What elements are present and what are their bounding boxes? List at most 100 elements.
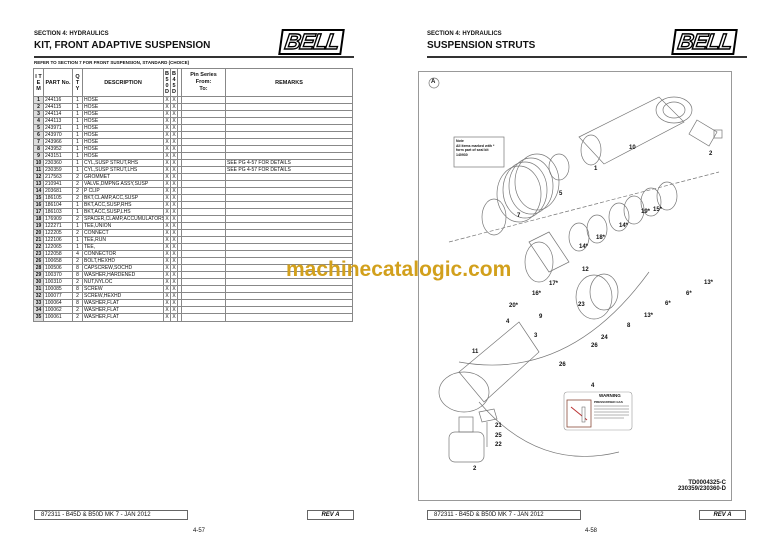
- item-number: 35: [33, 313, 44, 322]
- pin-series: [181, 194, 226, 203]
- b50d-flag: X: [163, 236, 171, 245]
- quantity: 1: [72, 166, 83, 175]
- refer-note: REFER TO SECTION 7 FOR FRONT SUSPENSION,…: [34, 60, 190, 65]
- part-number: 243966: [43, 138, 73, 147]
- remarks: SEE PG 4-57 FOR DETAILS: [225, 159, 353, 168]
- callout-label: 23: [578, 302, 585, 308]
- remarks: [225, 124, 353, 133]
- remarks: [225, 103, 353, 112]
- b45d-flag: X: [170, 131, 178, 140]
- b45d-flag: X: [170, 103, 178, 112]
- remarks: SEE PG 4-57 FOR DETAILS: [225, 166, 353, 175]
- description: HOSE: [82, 103, 164, 112]
- description: CYL,SUSP STRUT,LHS: [82, 166, 164, 175]
- remarks: [225, 173, 353, 182]
- quantity: 2: [72, 292, 83, 301]
- description: WASHER,FLAT: [82, 306, 164, 315]
- b50d-flag: X: [163, 124, 171, 133]
- b45d-flag: X: [170, 117, 178, 126]
- b45d-flag: X: [170, 145, 178, 154]
- b45d-flag: X: [170, 110, 178, 119]
- item-number: 32: [33, 292, 44, 301]
- page-title: KIT, FRONT ADAPTIVE SUSPENSION: [34, 40, 211, 51]
- b45d-flag: X: [170, 215, 178, 224]
- item-number: 1: [33, 95, 44, 105]
- quantity: 1: [72, 236, 83, 245]
- section-label: SECTION 4: HYDRAULICS: [427, 31, 502, 37]
- callout-label: 6*: [686, 291, 692, 297]
- pin-series: [181, 145, 226, 154]
- quantity: 2: [72, 306, 83, 315]
- remarks: [225, 215, 353, 224]
- pin-series: [181, 229, 226, 238]
- pin-series: [181, 313, 226, 322]
- callout-label: 3: [534, 333, 538, 339]
- quantity: 1: [72, 117, 83, 126]
- part-number: 243952: [43, 145, 73, 154]
- description: HOSE: [82, 110, 164, 119]
- callout-label: 25: [495, 433, 502, 439]
- drawing-number: TD0004325-C: [688, 480, 726, 486]
- quantity: 2: [72, 194, 83, 203]
- callout-label: 14*: [619, 223, 629, 229]
- pin-series: [181, 173, 226, 182]
- part-number: 122271: [43, 222, 73, 231]
- bell-logo: BELL: [278, 28, 346, 55]
- part-number: 122205: [43, 229, 73, 238]
- pin-series: [181, 306, 226, 315]
- b45d-flag: X: [170, 292, 178, 301]
- callout-label: 6*: [665, 301, 671, 307]
- b45d-flag: X: [170, 243, 178, 252]
- callout-label: 5: [559, 191, 563, 197]
- item-number: 10: [33, 159, 44, 168]
- footer-rev: REV A: [699, 510, 746, 520]
- description: BKT,ACC,SUSP,RHS: [82, 201, 164, 210]
- callout-label: 12: [582, 267, 589, 273]
- description: TEE,UNION: [82, 222, 164, 231]
- part-number: 230359: [43, 166, 73, 175]
- description: CAPSCREW,SOCHD: [82, 264, 164, 273]
- pin-series: [181, 131, 226, 140]
- description: WASHER,FLAT: [82, 299, 164, 308]
- remarks: [225, 180, 353, 189]
- part-number: 100085: [43, 285, 73, 294]
- callout-label: 14*: [579, 244, 589, 250]
- b50d-flag: X: [163, 152, 171, 161]
- description: HOSE: [82, 117, 164, 126]
- b45d-flag: X: [170, 138, 178, 147]
- b50d-flag: X: [163, 117, 171, 126]
- remarks: [225, 285, 353, 294]
- b50d-flag: X: [163, 194, 171, 203]
- callout-label: 22: [495, 442, 502, 448]
- footer-rev: REV A: [307, 510, 354, 520]
- b45d-flag: X: [170, 222, 178, 231]
- note-line: All items marked with *: [456, 143, 495, 148]
- lower-eye: [448, 431, 485, 463]
- pin-series: [181, 299, 226, 308]
- quantity: 8: [72, 285, 83, 294]
- description: TEE,: [82, 243, 164, 252]
- remarks: [225, 243, 353, 252]
- pin-series: [181, 117, 226, 126]
- pin-series: [181, 187, 226, 196]
- quantity: 2: [72, 278, 83, 287]
- part-number: 100658: [43, 257, 73, 266]
- item-number: 5: [33, 124, 44, 133]
- remarks: [225, 222, 353, 231]
- item-number: 9: [33, 152, 44, 161]
- b50d-flag: X: [163, 201, 171, 210]
- quantity: 2: [72, 173, 83, 182]
- item-number: 30: [33, 278, 44, 287]
- remarks: [225, 201, 353, 210]
- b45d-flag: X: [170, 306, 178, 315]
- view-label: A: [431, 79, 436, 85]
- quantity: 1: [72, 103, 83, 112]
- description: HOSE: [82, 131, 164, 140]
- b45d-flag: X: [170, 152, 178, 161]
- remarks: [225, 313, 353, 322]
